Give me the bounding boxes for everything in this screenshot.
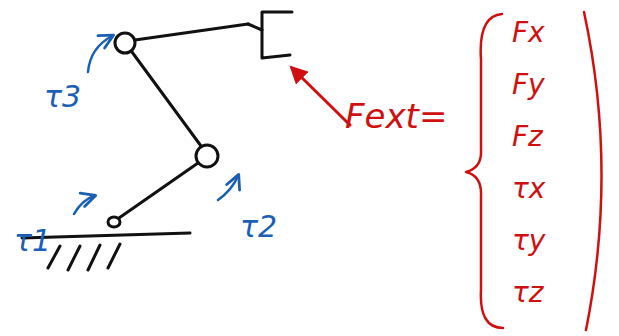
vector-entry: Fy — [512, 70, 545, 101]
torque-label: τ1 — [14, 224, 51, 257]
force-label: Fext= — [345, 98, 447, 135]
force-arrow — [292, 68, 350, 125]
vector-brackets — [466, 12, 602, 330]
robot-arm — [108, 12, 292, 227]
vector-entry: τz — [512, 278, 544, 309]
vector-entry: τx — [512, 174, 545, 205]
torque-arrows — [74, 36, 238, 214]
torque-label: τ3 — [44, 80, 81, 113]
vector-entry: Fx — [512, 18, 545, 49]
torque-label: τ2 — [240, 210, 277, 243]
vector-entry: Fz — [512, 122, 543, 153]
vector-entry: τy — [512, 226, 545, 257]
